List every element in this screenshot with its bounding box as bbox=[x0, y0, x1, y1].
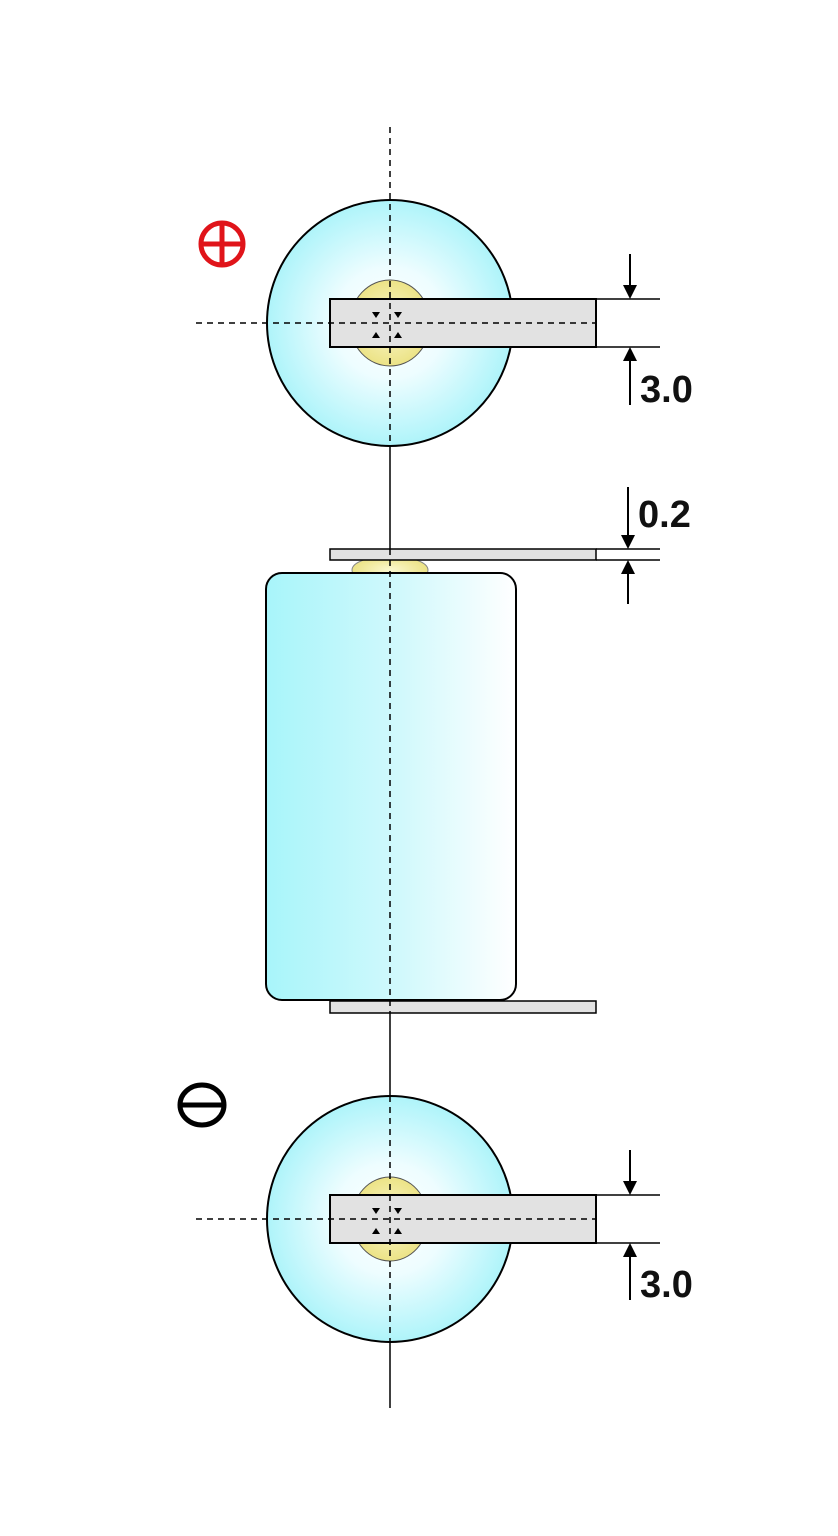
side-bottom-tab bbox=[329, 1000, 597, 1014]
positive-terminal-icon bbox=[198, 220, 246, 268]
bottom-weld-marks bbox=[372, 1208, 402, 1234]
cell-side-view: 0.2 bbox=[265, 487, 691, 1014]
cell-body bbox=[265, 572, 517, 1001]
top-weld-marks bbox=[372, 312, 402, 338]
negative-bottom-view: 3.0 bbox=[196, 1095, 693, 1343]
negative-terminal-icon bbox=[177, 1082, 227, 1128]
positive-top-view: 3.0 bbox=[196, 199, 693, 447]
tab-thickness-label: 0.2 bbox=[638, 494, 691, 536]
bottom-tab-width-label: 3.0 bbox=[640, 1264, 693, 1306]
side-top-tab bbox=[329, 548, 597, 561]
top-tab-width-label: 3.0 bbox=[640, 369, 693, 411]
